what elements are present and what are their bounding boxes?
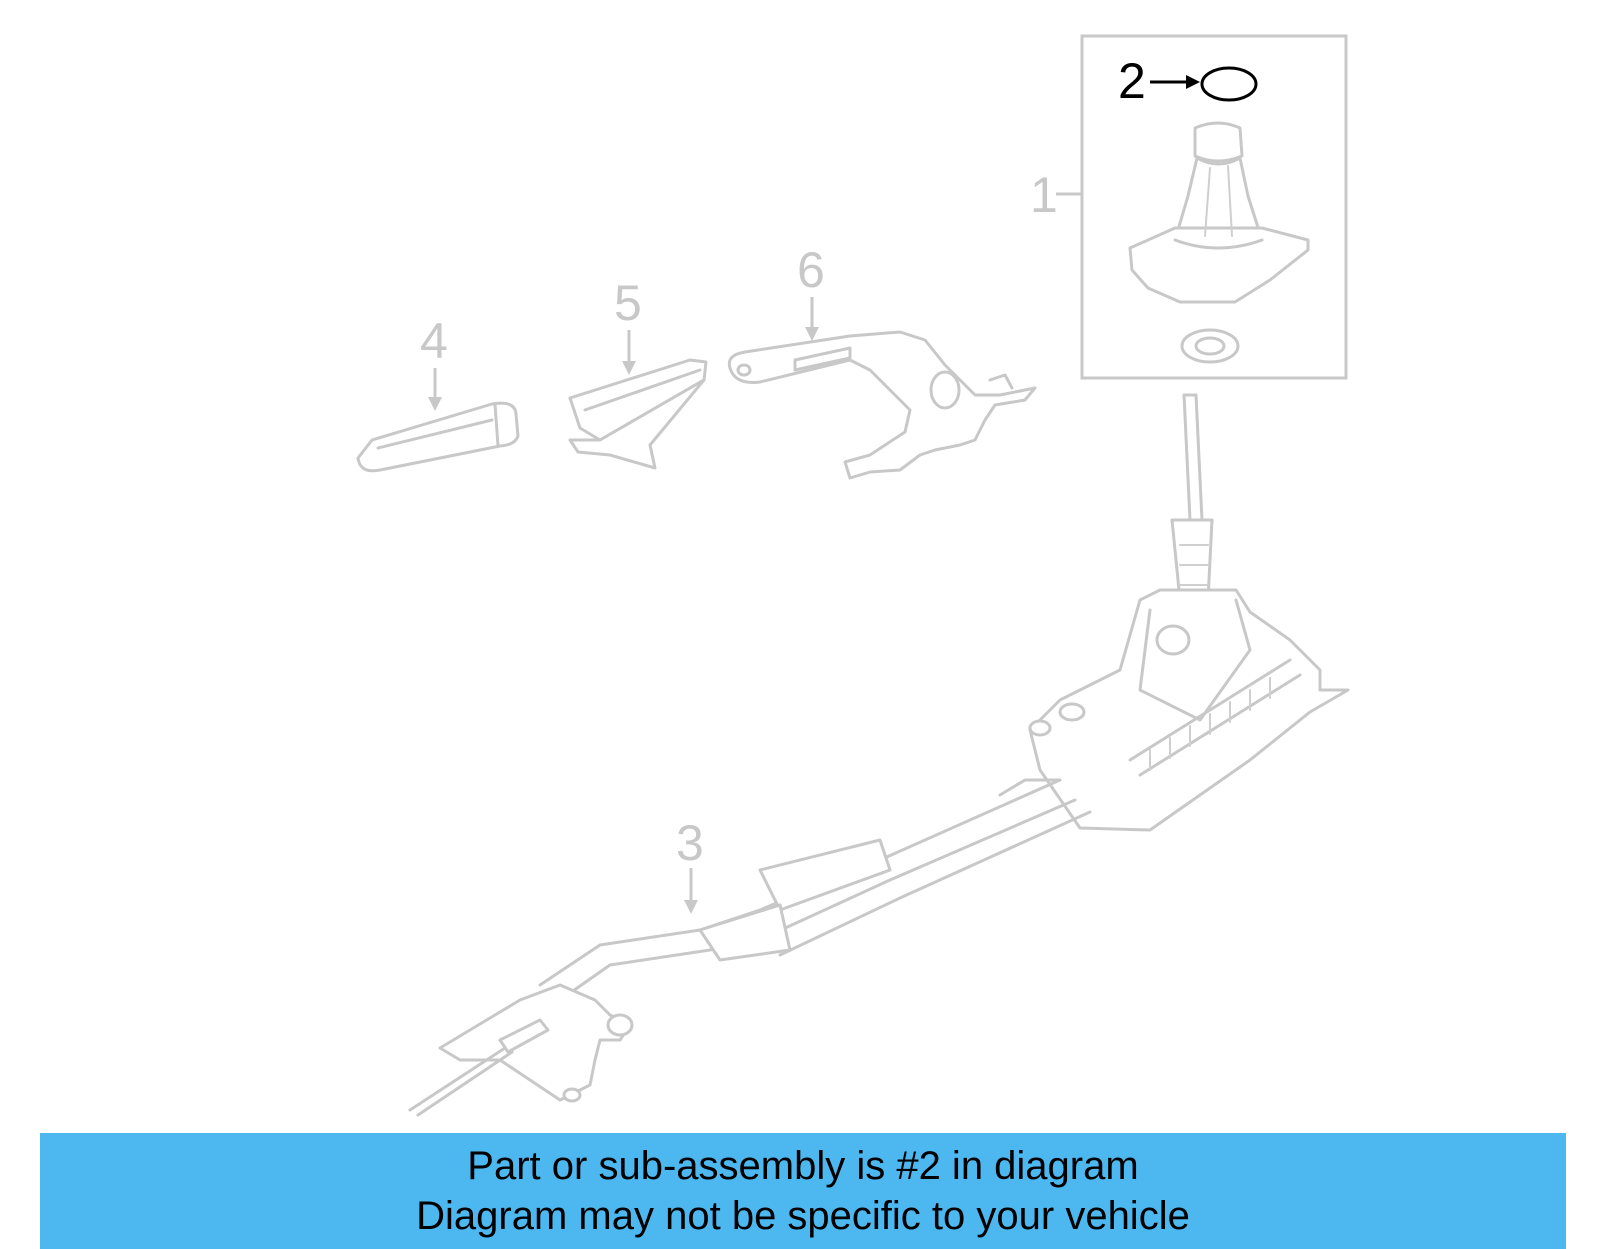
shift-cable-part-3[interactable]: [408, 778, 1092, 1117]
callout-5: 5: [614, 275, 642, 331]
parking-brake-lever-part-6[interactable]: [727, 330, 1037, 480]
banner-line-disclaimer: Diagram may not be specific to your vehi…: [416, 1194, 1190, 1238]
brake-handle-grip-part-4[interactable]: [356, 401, 520, 473]
callout-6-arrow: [805, 297, 819, 341]
callout-3: 3: [676, 815, 704, 871]
callout-5-arrow: [622, 330, 636, 375]
shifter-mechanism[interactable]: [1028, 393, 1350, 832]
o-ring-part-2[interactable]: [1200, 66, 1258, 102]
callout-4-arrow: [428, 368, 442, 411]
callout-4: 4: [420, 313, 448, 369]
callout-1: 1: [1030, 167, 1058, 223]
callout-2-arrow: [1150, 75, 1200, 89]
shift-knob-assembly-part-1[interactable]: [1128, 121, 1310, 364]
info-banner: Part or sub-assembly is #2 in diagram Di…: [40, 1133, 1566, 1249]
callout-2[interactable]: 2: [1118, 53, 1146, 109]
callout-3-arrow: [684, 868, 698, 914]
brake-lever-boot-part-5[interactable]: [568, 358, 708, 470]
banner-line-part-info: Part or sub-assembly is #2 in diagram: [467, 1144, 1139, 1188]
callout-6: 6: [797, 242, 825, 298]
